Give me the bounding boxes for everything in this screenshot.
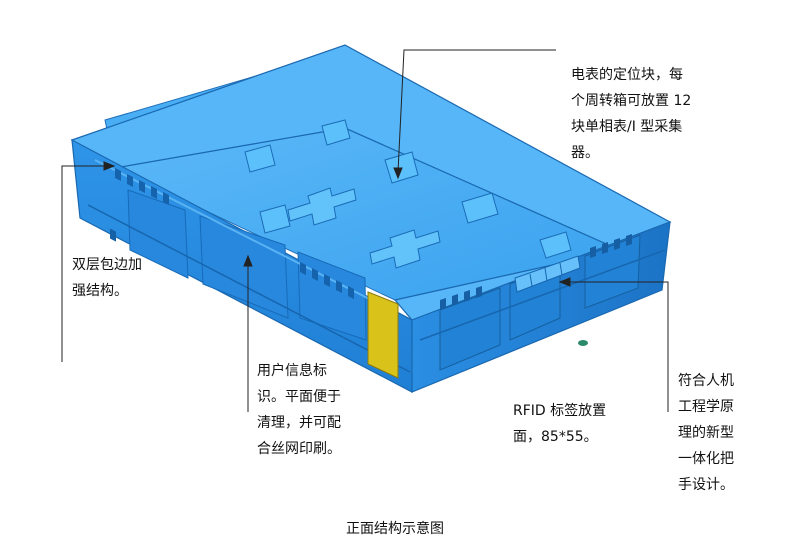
leader-lines [61, 49, 669, 412]
locator-block-note: 电表的定位块，每 个周转箱可放置 12 块单相表/I 型采集 器。 [571, 67, 692, 161]
side-wall-panels [419, 234, 666, 371]
locator-blocks [244, 119, 572, 259]
side-vents [440, 234, 632, 310]
user-label-note: 用户信息标 识。平面便于 清理，并可配 合丝网印刷。 [257, 363, 341, 457]
double-edge-note: 双层包边加 强结构。 [72, 257, 142, 299]
front-wall-ribs [87, 159, 411, 373]
rfid-label-note: RFID 标签放置 面，85*55。 [513, 403, 607, 445]
top-rim [70, 44, 672, 321]
vent-slots-row [115, 168, 354, 299]
user-info-label-plate [367, 291, 399, 379]
crate-foot [578, 340, 588, 346]
integrated-handle [514, 255, 581, 293]
handle-note: 符合人机 工程学原 理的新型 一体化把 手设计。 [678, 373, 734, 493]
figure-caption: 正面结构示意图 [346, 521, 444, 537]
crate-body [70, 44, 672, 393]
vent-slots [110, 228, 116, 242]
cross-dividers [287, 187, 441, 269]
